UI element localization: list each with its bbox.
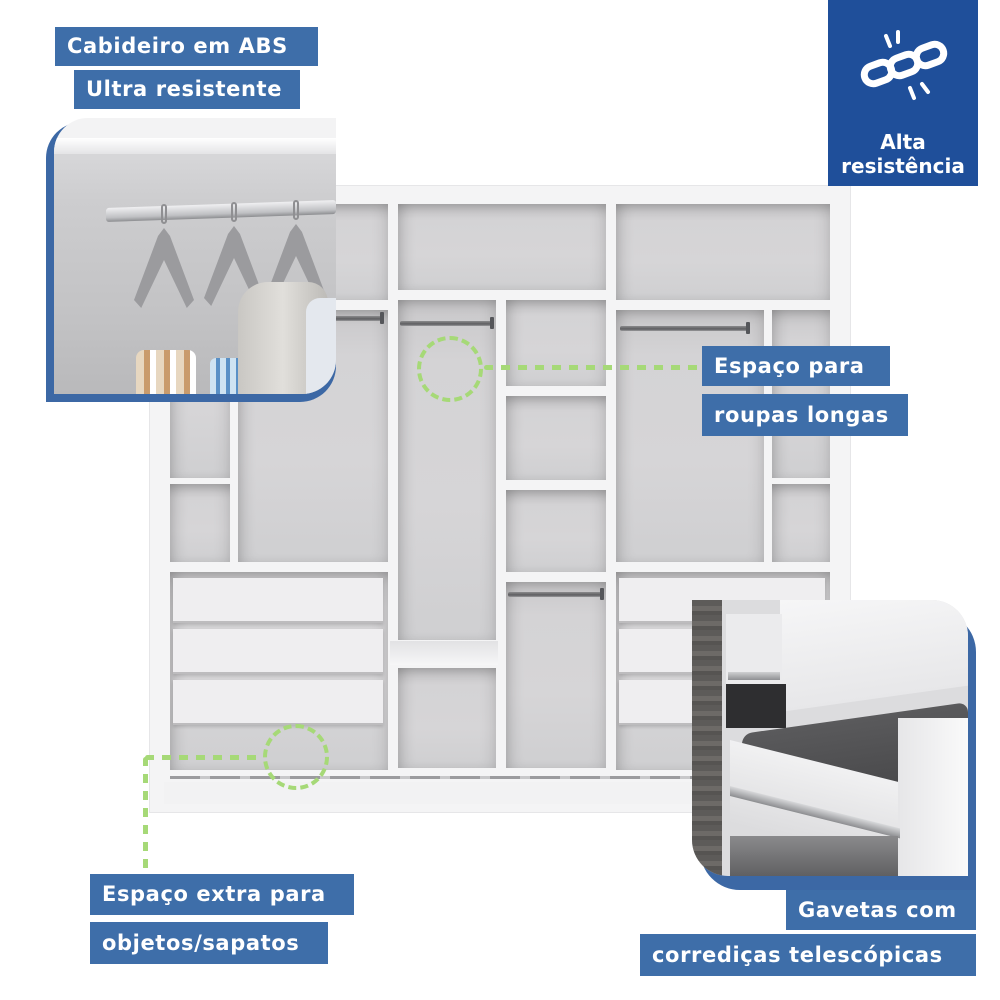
white-shirt (306, 298, 336, 394)
left-drawer-2[interactable] (173, 629, 383, 674)
center-low-shelf (390, 641, 498, 665)
left-drawer-3[interactable] (173, 680, 383, 725)
lower-drawer (730, 836, 898, 876)
dark-interior (726, 684, 786, 728)
badge-line-1: Alta (880, 130, 926, 154)
drawers-label-line-1: Gavetas com (786, 890, 976, 930)
hanger-1 (134, 204, 194, 338)
center-right-hanging-rod (508, 588, 604, 600)
long-clothes-callout-line (484, 365, 700, 370)
extra-space-label-line-2: objetos/sapatos (90, 922, 328, 964)
center-right-middle-niche (506, 396, 606, 480)
extra-space-callout-circle (263, 724, 329, 790)
alta-resistencia-badge: Alta resistência (828, 0, 978, 186)
center-right-hanging-compartment (506, 582, 606, 768)
long-clothes-label-line-2: roupas longas (702, 394, 908, 436)
extra-space-callout-drop (143, 757, 148, 872)
right-top-compartment (616, 204, 830, 300)
closet-shelf (54, 138, 336, 154)
center-bottom-niche (398, 668, 496, 768)
badge-line-2: resistência (841, 154, 965, 178)
center-right-upper-niche (506, 300, 606, 386)
long-clothes-callout-circle (417, 336, 483, 402)
hanger-rod-label-line-2: Ultra resistente (74, 70, 300, 109)
right-hanging-rod (620, 322, 750, 334)
wood-side-panel (692, 600, 722, 876)
left-narrow-lower-niche (170, 484, 230, 562)
striped-garment (136, 350, 196, 394)
center-right-lower-niche (506, 490, 606, 572)
left-drawer-1[interactable] (173, 578, 383, 623)
sliding-door-rail (170, 776, 830, 779)
center-hanging-rod (400, 317, 494, 329)
right-narrow-lower-niche (772, 484, 830, 562)
drawers-label-line-2: corrediças telescópicas (640, 934, 976, 976)
wardrobe-base (164, 782, 836, 804)
hanger-inset-photo (54, 118, 336, 394)
extra-space-label-line-1: Espaço extra para (90, 874, 354, 915)
drawer-inset-photo (692, 600, 968, 876)
broken-chain-icon (860, 30, 948, 100)
upper-drawer-slide (728, 672, 780, 680)
open-drawer-front (898, 718, 968, 876)
center-top-compartment (398, 204, 606, 290)
extra-space-callout-line (145, 755, 263, 760)
upper-drawer-front (780, 600, 968, 712)
long-clothes-label-line-1: Espaço para (702, 346, 890, 386)
hanger-rod-label-line-1: Cabideiro em ABS (55, 27, 318, 66)
